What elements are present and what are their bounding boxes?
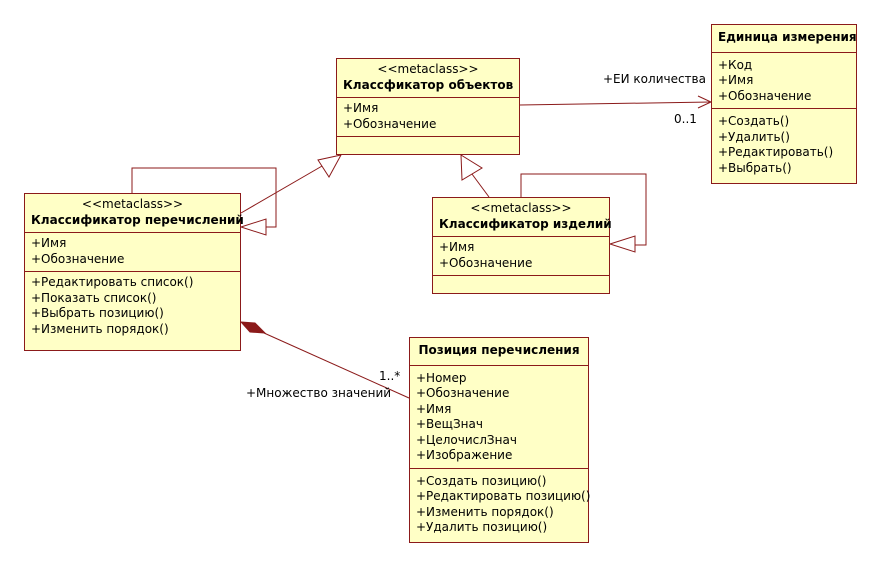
operations-compartment: +Создать позицию() +Редактировать позици… (410, 469, 591, 540)
class-unit-of-measure[interactable]: Единица измерения +Код +Имя +Обозначение… (711, 24, 857, 184)
association-open-arrowhead (697, 95, 713, 109)
attribute: +Обозначение (343, 116, 437, 131)
generalization-enum-to-objects[interactable] (240, 161, 330, 214)
class-object-classifier[interactable]: <<metaclass>> Классфикатор объектов +Имя… (336, 58, 520, 155)
operation: +Редактировать позицию() (416, 489, 591, 503)
operation: +Выбрать позицию() (31, 306, 164, 320)
attribute: +Обозначение (718, 88, 812, 103)
class-header: <<metaclass>> Классификатор перечислений (25, 194, 244, 233)
stereotype-label: <<metaclass>> (470, 201, 572, 215)
operation: +Создать позицию() (416, 473, 547, 488)
operation: +Изменить порядок() (31, 321, 169, 336)
composition-diamond (239, 321, 267, 334)
generalization-arrowhead (608, 235, 636, 253)
operation: +Удалить() (718, 129, 790, 144)
attribute: +Имя (718, 73, 754, 87)
attribute: +Обозначение (416, 386, 510, 400)
generalization-arrowhead (239, 218, 267, 236)
generalization-arrowhead (460, 154, 483, 181)
operations-compartment (337, 137, 519, 146)
generalization-products-to-objects[interactable] (468, 169, 490, 198)
composition-multiplicity-label: 1..* (379, 369, 401, 383)
operation: +Редактировать() (718, 145, 834, 159)
class-name: Классфикатор объектов (343, 77, 514, 92)
class-header: Единица измерения (712, 25, 857, 53)
operation: +Удалить позицию() (416, 520, 548, 534)
operations-compartment: +Редактировать список() +Показать список… (25, 272, 240, 341)
operation: +Создать() (718, 114, 790, 128)
attribute: +Код (718, 57, 753, 72)
association-role-label: +ЕИ количества (603, 72, 706, 86)
class-header: Позиция перечисления (410, 338, 588, 366)
operation: +Изменить порядок() (416, 504, 554, 519)
class-name: Единица измерения (718, 30, 857, 44)
attribute: +ВещЗнач (416, 417, 483, 431)
class-enum-classifier[interactable]: <<metaclass>> Классификатор перечислений… (24, 193, 244, 351)
class-name: Позиция перечисления (418, 343, 580, 357)
association-objects-to-unit[interactable] (519, 101, 712, 106)
attribute: +Имя (343, 101, 379, 115)
class-name: Классификатор перечислений (31, 212, 244, 227)
class-name: Классификатор изделий (439, 216, 612, 231)
attribute: +Обозначение (439, 255, 533, 270)
attribute: +Номер (416, 370, 467, 385)
generalization-arrowhead (317, 154, 342, 178)
operations-compartment (433, 276, 609, 285)
stereotype-label: <<metaclass>> (81, 197, 184, 211)
attribute: +Имя (416, 401, 452, 416)
attributes-compartment: +Имя +Обозначение (337, 98, 519, 137)
operation: +Выбрать() (718, 160, 792, 175)
operation: +Редактировать список() (31, 275, 194, 289)
attribute: +Обозначение (31, 251, 125, 266)
attribute: +Изображение (416, 448, 513, 462)
class-enum-position[interactable]: Позиция перечисления +Номер +Обозначение… (409, 337, 591, 543)
attributes-compartment: +Код +Имя +Обозначение (712, 53, 856, 109)
stereotype-label: <<metaclass>> (377, 62, 479, 76)
attributes-compartment: +Имя +Обозначение (25, 233, 240, 272)
attributes-compartment: +Имя +Обозначение (433, 237, 609, 276)
attribute: +Имя (31, 236, 67, 250)
attribute: +ЦелочислЗнач (416, 432, 517, 447)
attributes-compartment: +Номер +Обозначение +Имя +ВещЗнач +Целоч… (410, 366, 588, 469)
operations-compartment: +Создать() +Удалить() +Редактировать() +… (712, 109, 856, 180)
attribute: +Имя (439, 240, 475, 254)
class-header: <<metaclass>> Классификатор изделий (433, 198, 612, 237)
operation: +Показать список() (31, 290, 157, 305)
association-multiplicity-label: 0..1 (674, 112, 697, 126)
class-header: <<metaclass>> Классфикатор объектов (337, 59, 519, 98)
class-product-classifier[interactable]: <<metaclass>> Классификатор изделий +Имя… (432, 197, 612, 294)
composition-role-label: +Множество значений (246, 386, 392, 400)
